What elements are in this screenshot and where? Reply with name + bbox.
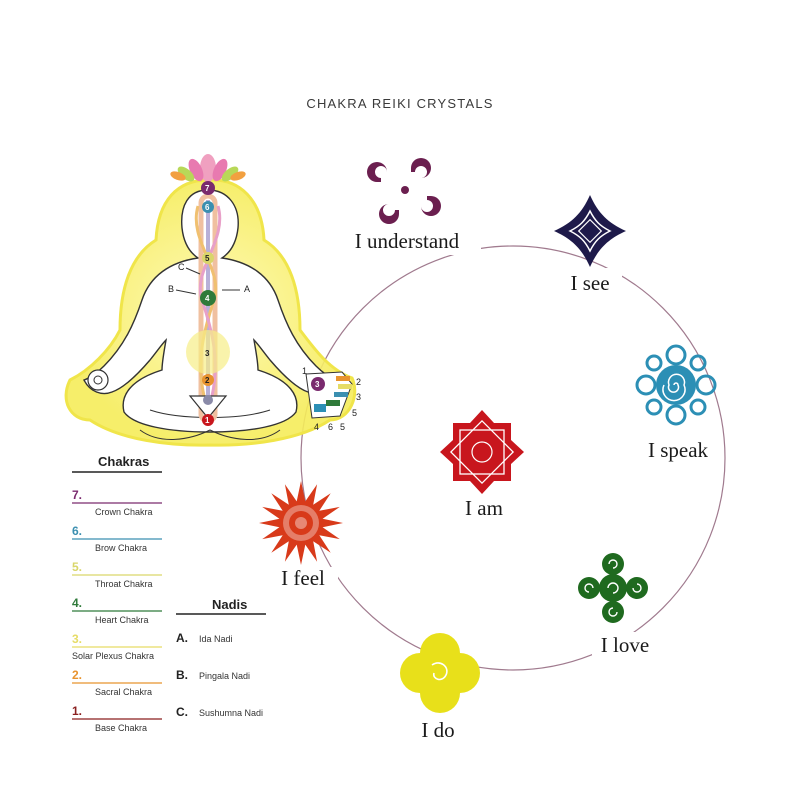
root-star-icon	[440, 410, 524, 494]
chakra-legend-name: Sacral Chakra	[95, 687, 152, 697]
chakra-legend-name: Base Chakra	[95, 723, 147, 733]
hand-number: 3	[356, 392, 361, 402]
affirmation-i-love: I love	[601, 633, 649, 657]
hand-number: 5	[340, 422, 345, 432]
nadi-legend-name: Ida Nadi	[199, 634, 233, 644]
chakra-legend-name: Solar Plexus Chakra	[72, 651, 154, 661]
nadi-marker-a: A	[244, 284, 250, 294]
hand-number: 6	[328, 422, 333, 432]
left-hand-mudra	[87, 369, 109, 391]
right-hand-chakras: 3 1 2 3 4 5 6 5	[302, 366, 361, 432]
hand-number: 4	[314, 422, 319, 432]
hand-number: 1	[302, 366, 307, 376]
crown-swirl-icon	[367, 158, 441, 224]
chakras-legend: Chakras 7. Crown Chakra 6. Brow Chakra 5. Thr…	[72, 454, 162, 733]
affirmation-i-understand: I understand	[355, 229, 460, 253]
chakra-legend-name: Heart Chakra	[95, 615, 149, 625]
spine-number: 7	[205, 184, 210, 193]
affirmation-i-feel: I feel	[281, 566, 325, 590]
chakra-legend-number: 6.	[72, 524, 82, 538]
spine-number: 3	[205, 349, 210, 358]
spine-number: 6	[205, 203, 210, 212]
nadi-legend-letter: C.	[176, 705, 188, 719]
spine-number: 5	[205, 254, 210, 263]
nadi-legend-letter: A.	[176, 631, 188, 645]
hand-number: 2	[356, 377, 361, 387]
chakra-legend-name: Throat Chakra	[95, 579, 153, 589]
chakra-legend-number: 7.	[72, 488, 82, 502]
affirmation-i-see: I see	[570, 271, 609, 295]
chakra-legend-number: 1.	[72, 704, 82, 718]
nadi-legend-letter: B.	[176, 668, 188, 682]
chakras-legend-title: Chakras	[98, 454, 149, 469]
crown-lotus-icon	[170, 154, 246, 182]
nadi-marker-b: B	[168, 284, 174, 294]
affirmation-cycle-ring	[300, 245, 726, 671]
chakra-legend-number: 5.	[72, 560, 82, 574]
nadi-legend-name: Pingala Nadi	[199, 671, 250, 681]
heart-swirl-icon	[578, 553, 648, 623]
chakra-legend-name: Brow Chakra	[95, 543, 147, 553]
spine-number: 2	[205, 376, 210, 385]
spine-number: 4	[205, 294, 210, 303]
nadi-marker-c: C	[178, 262, 185, 272]
meditating-figure: 3 1 2 3 4 5 6 5 7 6	[64, 154, 361, 447]
chakra-legend-number: 2.	[72, 668, 82, 682]
affirmation-i-speak: I speak	[648, 438, 709, 462]
throat-spiral-icon	[635, 344, 717, 426]
brow-knot-icon	[554, 195, 626, 267]
solar-flower-icon	[400, 633, 480, 713]
affirmation-i-do: I do	[421, 718, 454, 742]
nadi-legend-name: Sushumna Nadi	[199, 708, 263, 718]
hand-number: 3	[315, 380, 320, 389]
chakra-legend-number: 3.	[72, 632, 82, 646]
affirmation-i-am: I am	[465, 496, 503, 520]
hand-number: 5	[352, 408, 357, 418]
spine-number: 1	[205, 416, 210, 425]
nadis-legend-title: Nadis	[212, 597, 247, 612]
chakra-legend-name: Crown Chakra	[95, 507, 153, 517]
page-title: CHAKRA REIKI CRYSTALS	[306, 96, 494, 111]
chakra-legend-number: 4.	[72, 596, 82, 610]
sacral-star-icon	[259, 481, 343, 565]
